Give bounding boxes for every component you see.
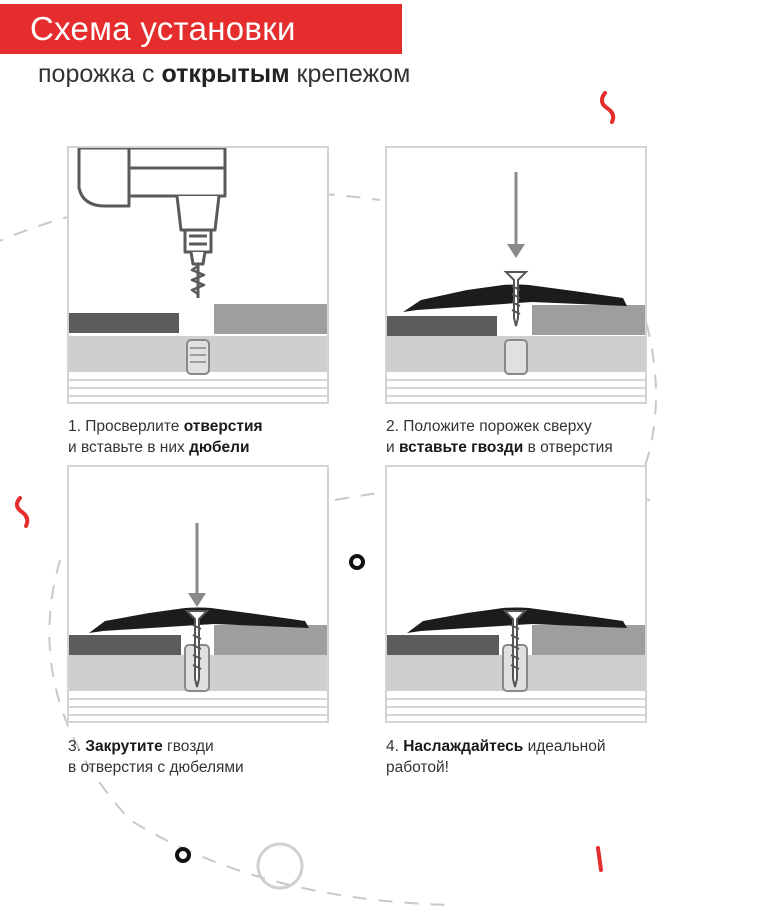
step-2-panel [385, 146, 647, 404]
drill-icon [77, 148, 227, 298]
caption-text: 4. [386, 738, 404, 755]
caption-text: в отверстия [523, 439, 613, 456]
caption-text: в отверстия с дюбелями [68, 759, 244, 776]
floor-covering-right [214, 304, 327, 334]
caption-text: и [386, 439, 399, 456]
step-3-caption: 3. Закрутите гвозди в отверстия с дюбеля… [68, 736, 244, 778]
caption-emphasis: Закрутите [85, 738, 163, 755]
step-1-caption: 1. Просверлите отверстия и вставьте в ни… [68, 416, 263, 458]
dash-decoration [596, 846, 603, 872]
caption-text: работой! [386, 759, 449, 776]
step-3-panel [67, 465, 329, 723]
caption-text: 3. [68, 738, 86, 755]
ring-decoration [349, 554, 365, 570]
page-subtitle: порожка с открытым крепежом [38, 60, 410, 89]
ring-decoration [175, 847, 191, 863]
caption-line: и вставьте гвозди в отверстия [386, 437, 613, 458]
subtitle-text: порожка с [38, 60, 162, 88]
caption-text: гвозди [162, 738, 214, 755]
caption-line: 2. Положите порожек сверху [386, 416, 613, 437]
squiggle-decoration [600, 91, 616, 124]
floor-covering-left [69, 635, 181, 655]
caption-emphasis: дюбели [189, 439, 250, 456]
title-banner: Схема установки [0, 4, 402, 54]
caption-line: 1. Просверлите отверстия [68, 416, 263, 437]
arrow-down-icon [188, 523, 206, 607]
step-2-caption: 2. Положите порожек сверху и вставьте гв… [386, 416, 613, 458]
step-4-caption: 4. Наслаждайтесь идеальной работой! [386, 736, 606, 778]
caption-text: 1. Просверлите [68, 418, 184, 435]
subtitle-text: крепежом [289, 60, 411, 88]
caption-text: и вставьте в них [68, 439, 190, 456]
step-1-illustration [69, 148, 327, 397]
caption-text: 2. Положите порожек сверху [386, 418, 592, 435]
step-4-illustration [387, 607, 645, 716]
caption-line: 3. Закрутите гвозди [68, 736, 244, 757]
ring-decoration [256, 842, 304, 890]
dowel-icon [504, 339, 528, 375]
caption-line: работой! [386, 757, 606, 778]
caption-emphasis: вставьте гвозди [398, 439, 524, 456]
caption-line: 4. Наслаждайтесь идеальной [386, 736, 606, 757]
step-2-illustration [387, 172, 645, 397]
screw-icon [503, 271, 529, 327]
step-4-panel [385, 465, 647, 723]
floor-covering-left [387, 316, 497, 336]
floor-covering-left [69, 313, 179, 333]
caption-line: и вставьте в них дюбели [68, 437, 263, 458]
caption-line: в отверстия с дюбелями [68, 757, 244, 778]
caption-emphasis: Наслаждайтесь [403, 738, 524, 755]
caption-emphasis: отверстия [183, 418, 263, 435]
arrow-down-icon [507, 172, 525, 258]
page-title: Схема установки [30, 10, 296, 47]
screw-icon [502, 610, 528, 688]
floor-covering-right [532, 625, 645, 655]
step-3-illustration [69, 523, 327, 716]
squiggle-decoration [15, 496, 30, 528]
step-1-panel [67, 146, 329, 404]
screw-icon [184, 610, 210, 688]
dowel-icon [186, 339, 210, 375]
floor-covering-right [214, 625, 327, 655]
caption-text: идеальной [523, 738, 606, 755]
subtitle-emphasis: открытым [161, 60, 290, 88]
floor-covering-left [387, 635, 499, 655]
floor-covering-right [532, 305, 645, 335]
